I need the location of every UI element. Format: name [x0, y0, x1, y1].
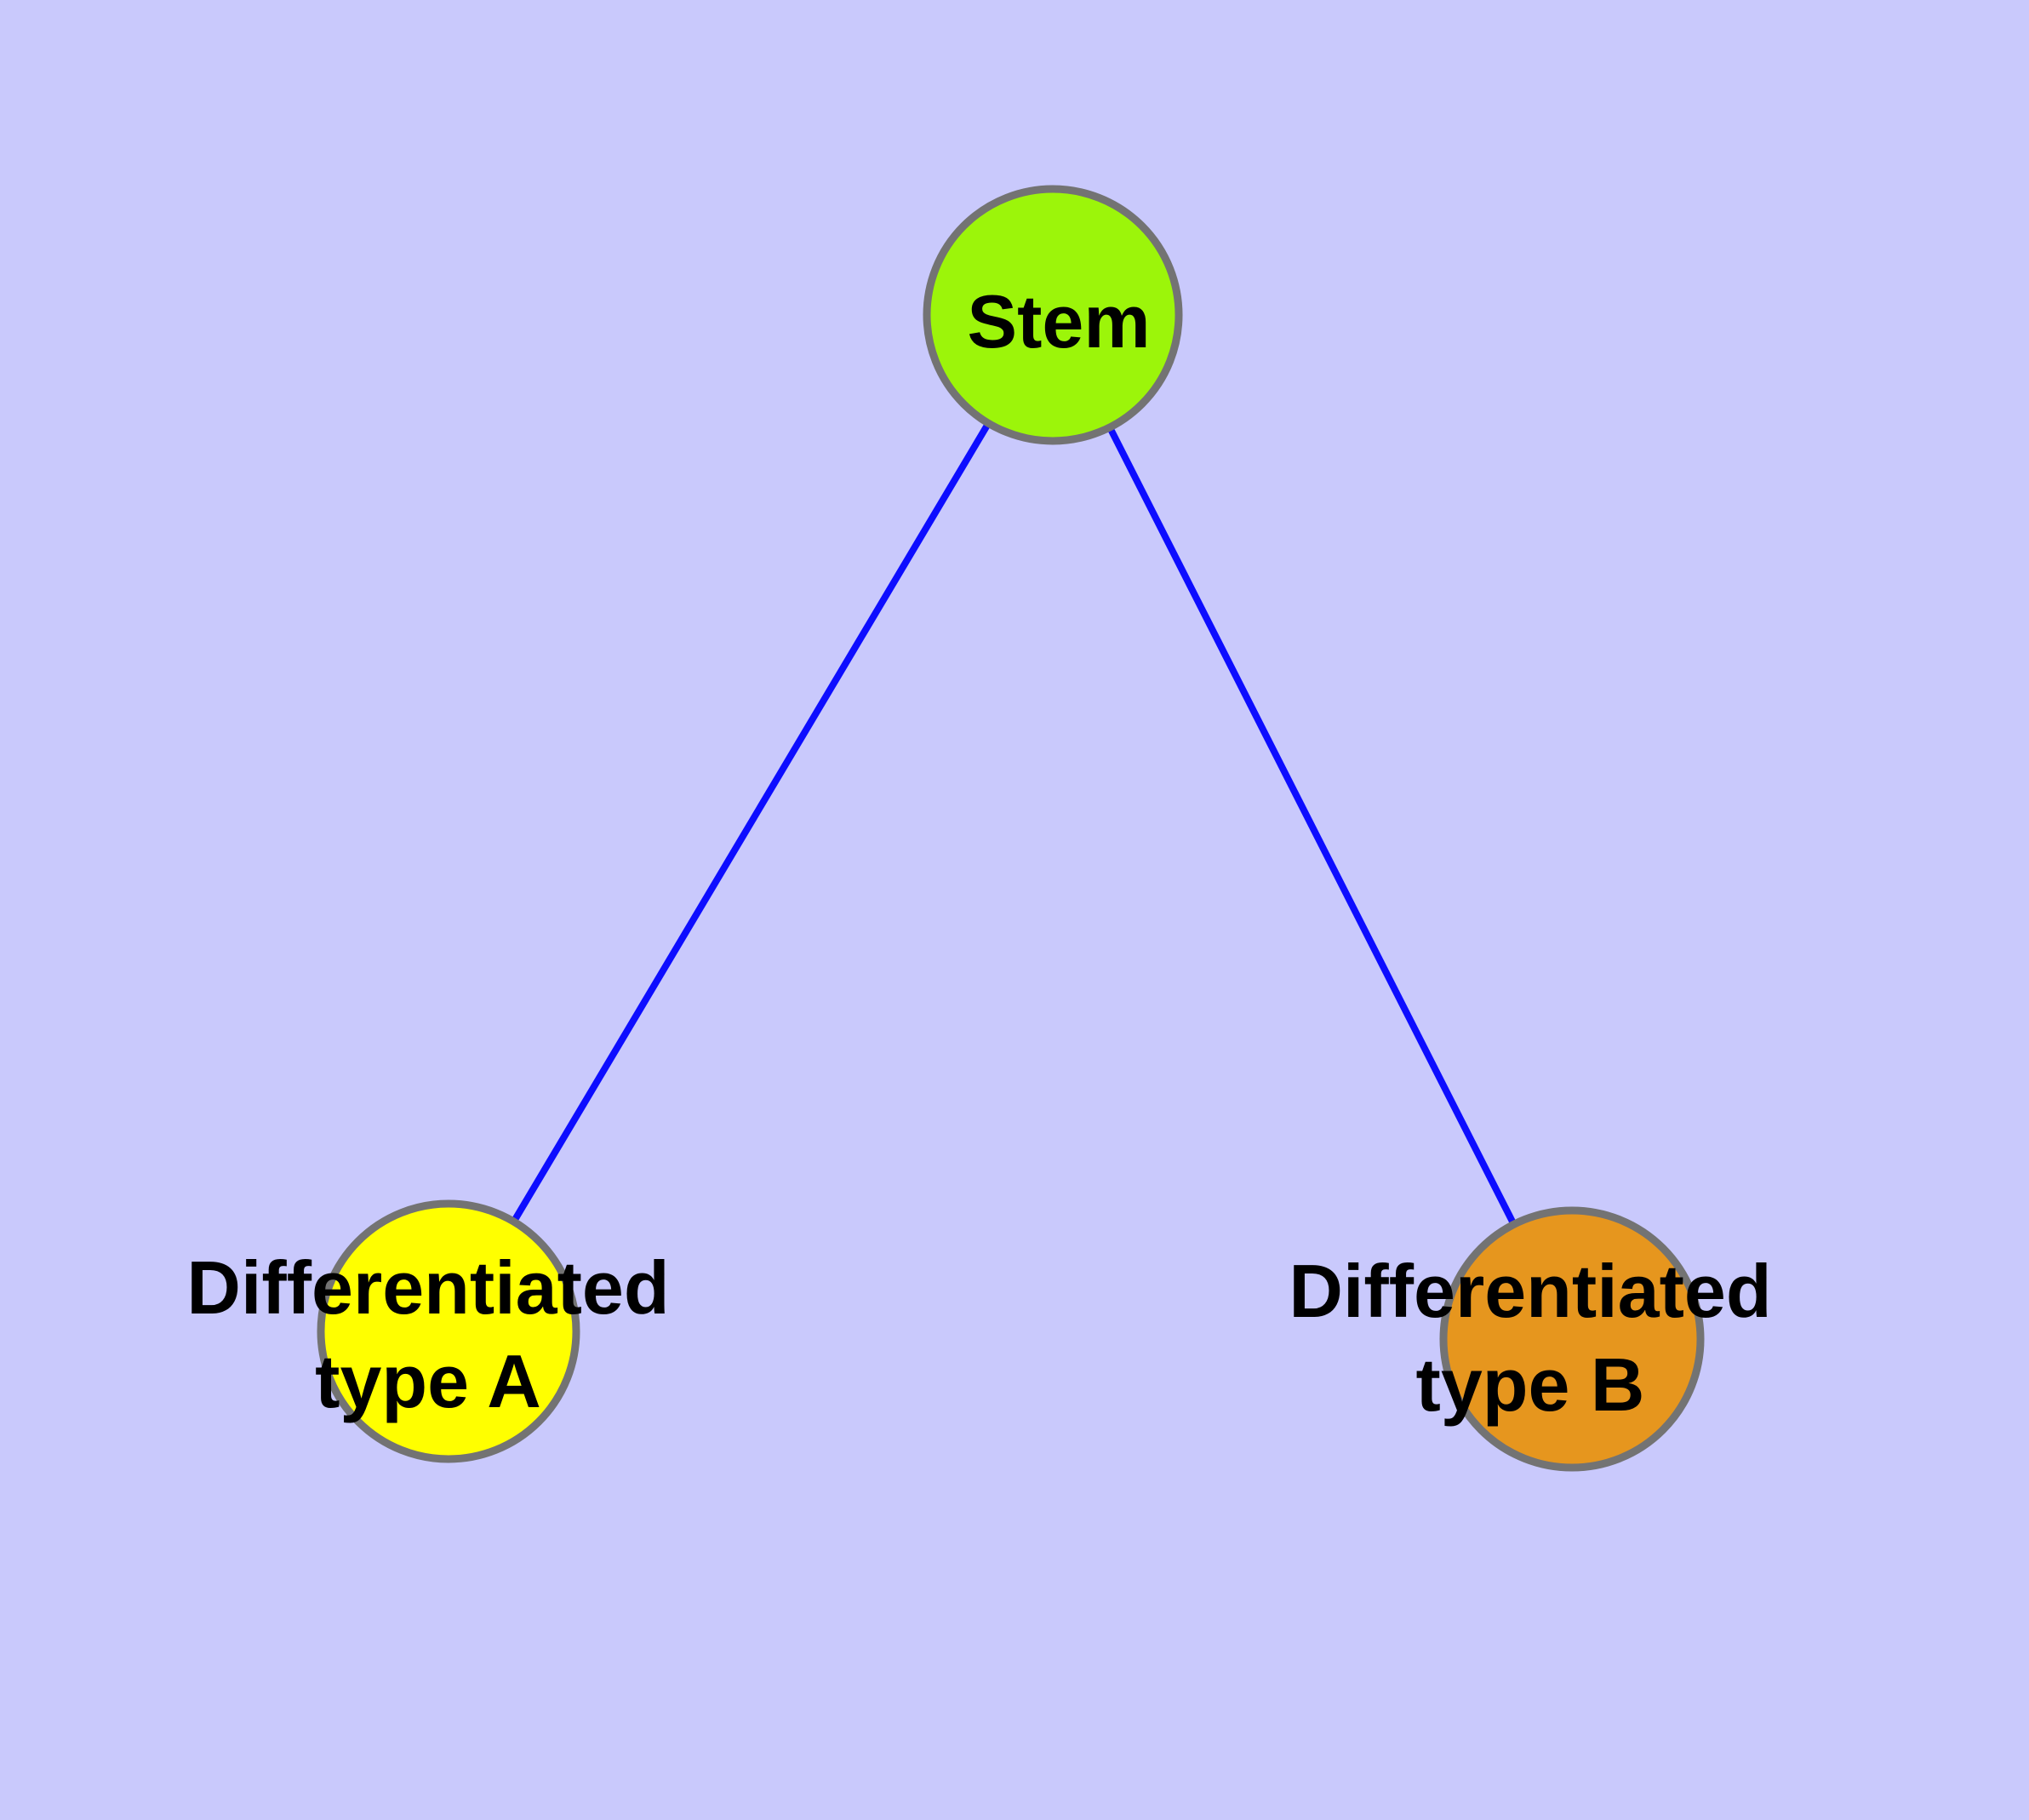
node-differentiated-type-b-circle — [1439, 1206, 1705, 1472]
edge-stem-to-type-a — [445, 312, 1056, 1334]
edge-stem-to-type-b — [1049, 313, 1575, 1341]
node-differentiated-type-b — [1439, 1206, 1705, 1472]
node-differentiated-type-a-label: Differentiated type A — [186, 1245, 670, 1423]
node-stem-label: Stem — [967, 279, 1151, 363]
node-stem — [923, 185, 1183, 445]
node-differentiated-type-b-label: Differentiated type B — [1289, 1249, 1772, 1427]
node-differentiated-type-a — [317, 1199, 580, 1463]
node-differentiated-type-a-circle — [317, 1199, 580, 1463]
node-stem-circle — [923, 185, 1183, 445]
